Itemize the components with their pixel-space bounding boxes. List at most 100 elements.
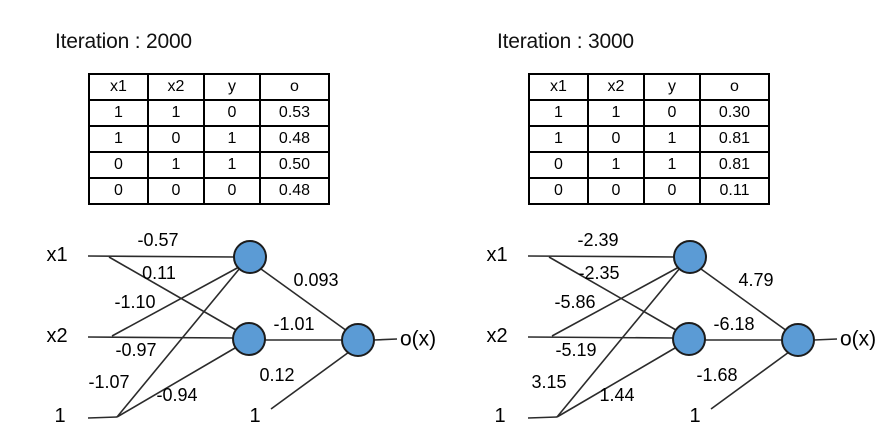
- table-cell: 0.81: [699, 125, 770, 153]
- bias-input-label: 1: [494, 405, 505, 427]
- network-diagram-left: -0.570.11-1.10-0.97-1.07-0.940.093-1.010…: [46, 230, 436, 427]
- table-cell: 0: [147, 125, 205, 153]
- table-cell: 1: [147, 151, 205, 179]
- hidden-neuron-node: [233, 240, 267, 274]
- table-cell: 0: [587, 125, 645, 153]
- output-neuron-node: [781, 323, 815, 357]
- table-cell: 0.30: [699, 99, 770, 127]
- table-header-cell: y: [643, 73, 701, 101]
- network-diagram-right: -2.39-2.35-5.86-5.193.151.444.79-6.18-1.…: [486, 230, 876, 427]
- table-cell: 1: [528, 125, 589, 153]
- table-cell: 1: [88, 125, 149, 153]
- edge-line: [813, 338, 838, 341]
- edge-line: [108, 256, 237, 331]
- iteration-title-left: Iteration : 2000: [55, 30, 192, 53]
- table-cell: 0: [643, 177, 701, 205]
- output-bias-label: 1: [249, 405, 260, 427]
- table-cell: 1: [643, 125, 701, 153]
- table-cell: 0: [528, 177, 589, 205]
- table-header-cell: x1: [528, 73, 589, 101]
- hidden-neuron-node: [672, 322, 706, 356]
- input-label: x1: [486, 244, 507, 266]
- table-cell: 1: [587, 151, 645, 179]
- table-cell: 0.11: [699, 177, 770, 205]
- weight-label: -0.97: [115, 340, 156, 360]
- weight-label: -1.68: [696, 365, 737, 385]
- weight-label: 0.12: [259, 365, 294, 385]
- weight-label: -0.57: [137, 230, 178, 250]
- edge-line: [556, 267, 681, 418]
- hidden-neuron-node: [232, 322, 266, 356]
- edge-line: [87, 336, 235, 339]
- table-cell: 1: [643, 151, 701, 179]
- table-cell: 0: [147, 177, 205, 205]
- table-cell: 0: [587, 177, 645, 205]
- input-label: x2: [486, 325, 507, 347]
- edge-line: [527, 416, 558, 419]
- edge-line: [116, 267, 241, 418]
- table-cell: 0: [528, 151, 589, 179]
- iteration-title-right: Iteration : 3000: [497, 30, 634, 53]
- output-bias-label: 1: [689, 405, 700, 427]
- weight-label: -5.86: [554, 292, 595, 312]
- table-cell: 0: [203, 177, 261, 205]
- table-cell: 0.48: [259, 125, 330, 153]
- weight-label: -2.39: [577, 230, 618, 250]
- edge-line: [116, 347, 236, 418]
- edge-line: [548, 256, 677, 331]
- output-label: o(x): [400, 328, 436, 351]
- table-header-cell: o: [259, 73, 330, 101]
- weight-label: 0.11: [142, 263, 176, 283]
- table-header-cell: o: [699, 73, 770, 101]
- hidden-neuron-node: [673, 240, 707, 274]
- table-cell: 0: [88, 151, 149, 179]
- weight-label: -2.35: [578, 263, 619, 283]
- output-label: o(x): [840, 328, 876, 351]
- bias-input-label: 1: [54, 405, 65, 427]
- edge-line: [556, 347, 676, 418]
- weight-label: -1.01: [273, 314, 314, 334]
- edge-line: [260, 268, 348, 332]
- table-cell: 0.48: [259, 177, 330, 205]
- edge-line: [111, 266, 240, 337]
- edge-line: [710, 351, 790, 410]
- table-header-cell: y: [203, 73, 261, 101]
- table-cell: 0: [88, 177, 149, 205]
- table-cell: 0.50: [259, 151, 330, 179]
- edge-line: [527, 336, 675, 339]
- table-cell: 0.81: [699, 151, 770, 179]
- weight-label: 1.44: [599, 385, 634, 405]
- edge-line: [373, 338, 398, 341]
- table-cell: 1: [587, 99, 645, 127]
- table-header-cell: x1: [88, 73, 149, 101]
- table-header-cell: x2: [587, 73, 645, 101]
- weight-label: 4.79: [738, 270, 773, 290]
- table-cell: 0: [643, 99, 701, 127]
- weight-label: 0.093: [293, 270, 338, 290]
- output-neuron-node: [341, 323, 375, 357]
- table-cell: 0.53: [259, 99, 330, 127]
- weight-label: -0.94: [156, 385, 197, 405]
- edge-line: [700, 268, 788, 332]
- table-cell: 1: [528, 99, 589, 127]
- table-cell: 1: [203, 151, 261, 179]
- table-cell: 1: [147, 99, 205, 127]
- weight-label: -1.07: [88, 372, 129, 392]
- weight-label: -5.19: [555, 340, 596, 360]
- edge-line: [87, 416, 118, 419]
- table-cell: 0: [203, 99, 261, 127]
- input-label: x2: [46, 325, 67, 347]
- edge-line: [87, 255, 236, 258]
